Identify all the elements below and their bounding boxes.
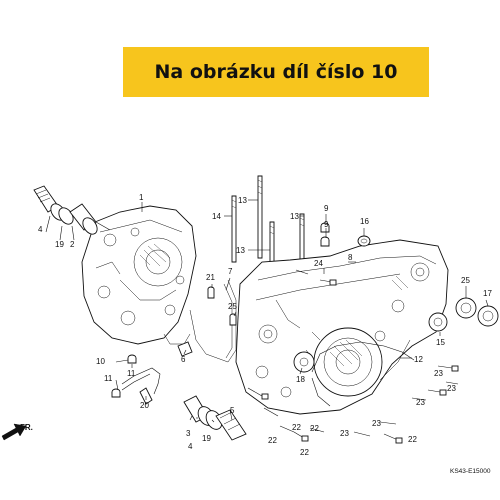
- washer-16: [357, 235, 371, 247]
- callout-11-a: 11: [127, 369, 136, 378]
- front-direction-arrow: FR.: [1, 423, 33, 441]
- callout-1: 1: [139, 193, 144, 202]
- front-direction-label: FR.: [20, 423, 33, 432]
- callout-23-f: 22: [408, 435, 417, 444]
- callout-19-bottom: 19: [202, 434, 211, 443]
- callout-15: 15: [436, 338, 445, 347]
- callout-13-c: 13: [290, 212, 299, 221]
- callout-22-a: 22: [268, 436, 277, 445]
- callout-5: 5: [230, 406, 235, 415]
- plug-6: [177, 341, 193, 357]
- callout-22-b: 22: [300, 448, 309, 457]
- bottom-pipe-seal-set: [183, 395, 247, 441]
- callout-19-left: 19: [55, 240, 64, 249]
- leader-lines: [45, 199, 489, 423]
- callout-22-c: 22: [310, 424, 319, 433]
- callout-22-d: 22: [292, 423, 301, 432]
- callout-2: 2: [70, 240, 75, 249]
- right-crankcase: [235, 239, 449, 415]
- callout-10: 10: [96, 357, 105, 366]
- callout-17: 17: [483, 289, 492, 298]
- callout-9-a: 9: [324, 204, 329, 213]
- callout-13-b: 13: [236, 246, 245, 255]
- callout-16: 16: [360, 217, 369, 226]
- callout-23-b: 23: [447, 384, 456, 393]
- callout-24: 24: [314, 259, 323, 268]
- callout-23-a: 23: [434, 369, 443, 378]
- flange-bolts: [247, 269, 459, 444]
- diagram-code: KS43-E15000: [450, 468, 491, 475]
- left-crankcase: [81, 205, 197, 345]
- bearings: [428, 297, 499, 332]
- callout-23-c: 23: [416, 398, 425, 407]
- callout-23-e: 23: [340, 429, 349, 438]
- callout-21-b: 25: [228, 302, 237, 311]
- highlight-banner: Na obrázku díl číslo 10: [123, 47, 429, 97]
- callout-20: 20: [140, 401, 149, 410]
- callout-6: 6: [181, 355, 186, 364]
- breather-tube: [111, 354, 161, 405]
- banner-text: Na obrázku díl číslo 10: [154, 61, 398, 83]
- callout-23-d: 23: [372, 419, 381, 428]
- left-pipe-seal-set: [33, 185, 111, 235]
- callout-4-bottom: 4: [188, 442, 193, 451]
- callout-9-b: 9: [324, 220, 329, 229]
- oil-pipe: [311, 341, 415, 407]
- callout-8: 8: [348, 253, 353, 262]
- callout-21-a: 21: [206, 273, 215, 282]
- callout-14: 14: [212, 212, 221, 221]
- callout-numbers: 1 2 19 4 14 13 13 13 9 9 16 24 8 21 7 25…: [38, 193, 492, 457]
- callout-12: 12: [414, 355, 423, 364]
- callout-4-left: 4: [38, 225, 43, 234]
- callout-18: 18: [296, 375, 305, 384]
- callout-25: 25: [461, 276, 470, 285]
- callout-13-a: 13: [238, 196, 247, 205]
- callout-3: 3: [186, 429, 191, 438]
- callout-11-b: 11: [104, 374, 113, 383]
- dowel-pins: [207, 222, 330, 326]
- callout-7: 7: [228, 267, 233, 276]
